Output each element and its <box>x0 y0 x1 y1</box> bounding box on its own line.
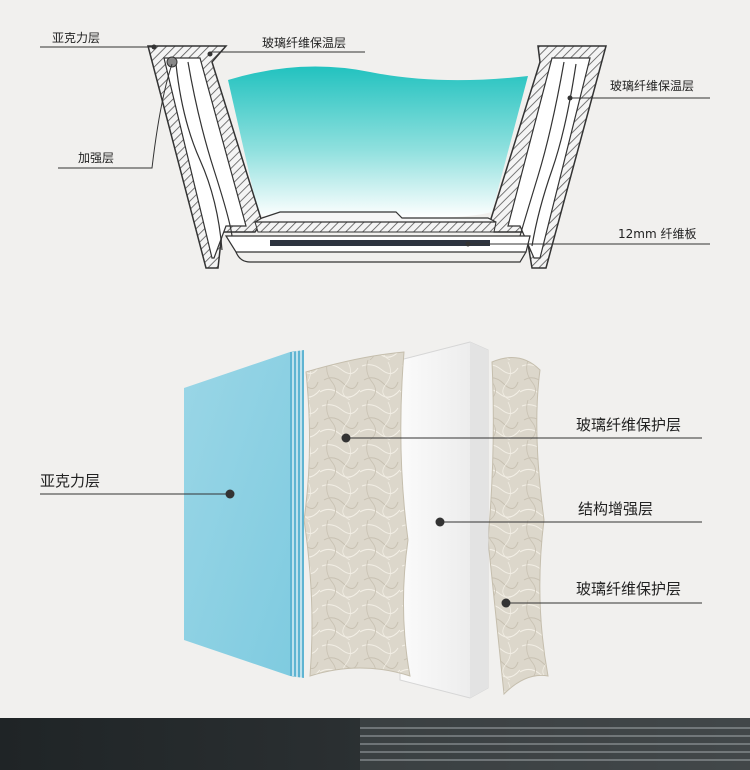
label-acrylic-top: 亚克力层 <box>52 31 100 45</box>
exploded-layers <box>184 341 549 699</box>
top-callouts: 亚克力层 玻璃纤维保温层 玻璃纤维保温层 加强层 12mm 纤维板 <box>40 31 710 247</box>
panel-fiberglass-rear <box>487 357 549 696</box>
label-fiberglass-protective-2: 玻璃纤维保护层 <box>576 580 681 598</box>
reinforcement-marker <box>166 56 178 68</box>
panel-acrylic <box>184 352 290 676</box>
bottom-base <box>252 211 497 223</box>
label-fiberboard: 12mm 纤维板 <box>618 227 696 241</box>
bottom-hatch <box>254 221 497 233</box>
bottom-callouts: 亚克力层 玻璃纤维保护层 结构增强层 玻璃纤维保护层 <box>40 416 702 608</box>
footer-strip <box>0 718 750 770</box>
tub-cross-section <box>147 45 607 269</box>
label-fiberglass-insulation-right: 玻璃纤维保温层 <box>610 79 694 93</box>
label-fiberglass-insulation-top: 玻璃纤维保温层 <box>262 36 346 50</box>
fiberboard-core <box>270 240 490 246</box>
label-reinforcement: 加强层 <box>78 151 114 165</box>
panel-fiberglass-front <box>303 351 411 677</box>
label-fiberglass-protective-1: 玻璃纤维保护层 <box>576 416 681 434</box>
label-acrylic-bottom: 亚克力层 <box>40 472 100 490</box>
water-fill <box>228 66 528 218</box>
label-structural-reinforcement: 结构增强层 <box>578 500 653 518</box>
